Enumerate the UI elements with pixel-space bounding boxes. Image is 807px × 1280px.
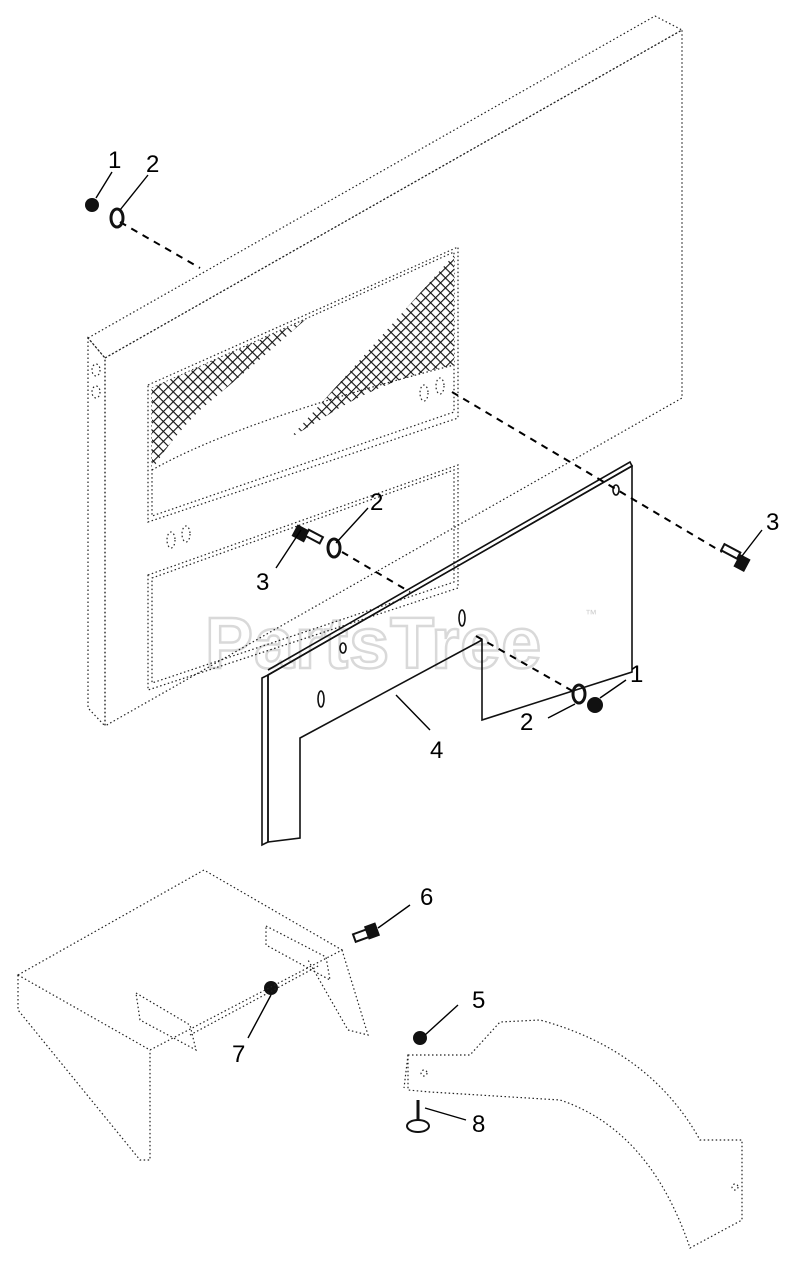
nut-5	[413, 1031, 427, 1045]
mesh-screen-right	[290, 255, 454, 438]
callout-3-left: 3	[256, 569, 269, 596]
hex-nut-1	[85, 198, 99, 212]
callout-2-top: 2	[146, 151, 159, 178]
hex-nut-1-right	[587, 697, 603, 713]
callout-8: 8	[472, 1111, 485, 1138]
bolt-3-left	[291, 524, 325, 545]
curved-bracket	[403, 1019, 743, 1249]
callout-5: 5	[472, 987, 485, 1014]
fasteners	[85, 198, 751, 1133]
callout-1-right: 1	[630, 661, 643, 688]
washer-2	[109, 207, 125, 229]
callout-4-plate: 4	[430, 737, 443, 764]
callout-2-center: 2	[370, 489, 383, 516]
deflector-plate	[261, 460, 634, 847]
carriage-bolt-8	[406, 1100, 430, 1133]
callout-3-right: 3	[766, 509, 779, 536]
washer-2-right	[571, 683, 587, 705]
callout-1-top: 1	[108, 147, 121, 174]
leader-lines	[95, 171, 763, 1121]
chute-housing	[16, 869, 369, 1161]
bolt-3-right	[719, 542, 751, 572]
main-panel	[87, 15, 684, 728]
callout-7: 7	[232, 1041, 245, 1068]
washer-2-center	[326, 537, 342, 559]
callout-numbers: 1 2 3 2 3 4 2 1 6 5 7 8	[108, 147, 779, 1138]
nut-7	[264, 981, 278, 995]
callout-6: 6	[420, 884, 433, 911]
callout-2-right: 2	[520, 709, 533, 736]
assembly-lines	[119, 221, 723, 694]
bolt-6	[351, 922, 381, 944]
mesh-screen-left	[152, 320, 305, 470]
watermark-trademark: ™	[585, 607, 597, 621]
